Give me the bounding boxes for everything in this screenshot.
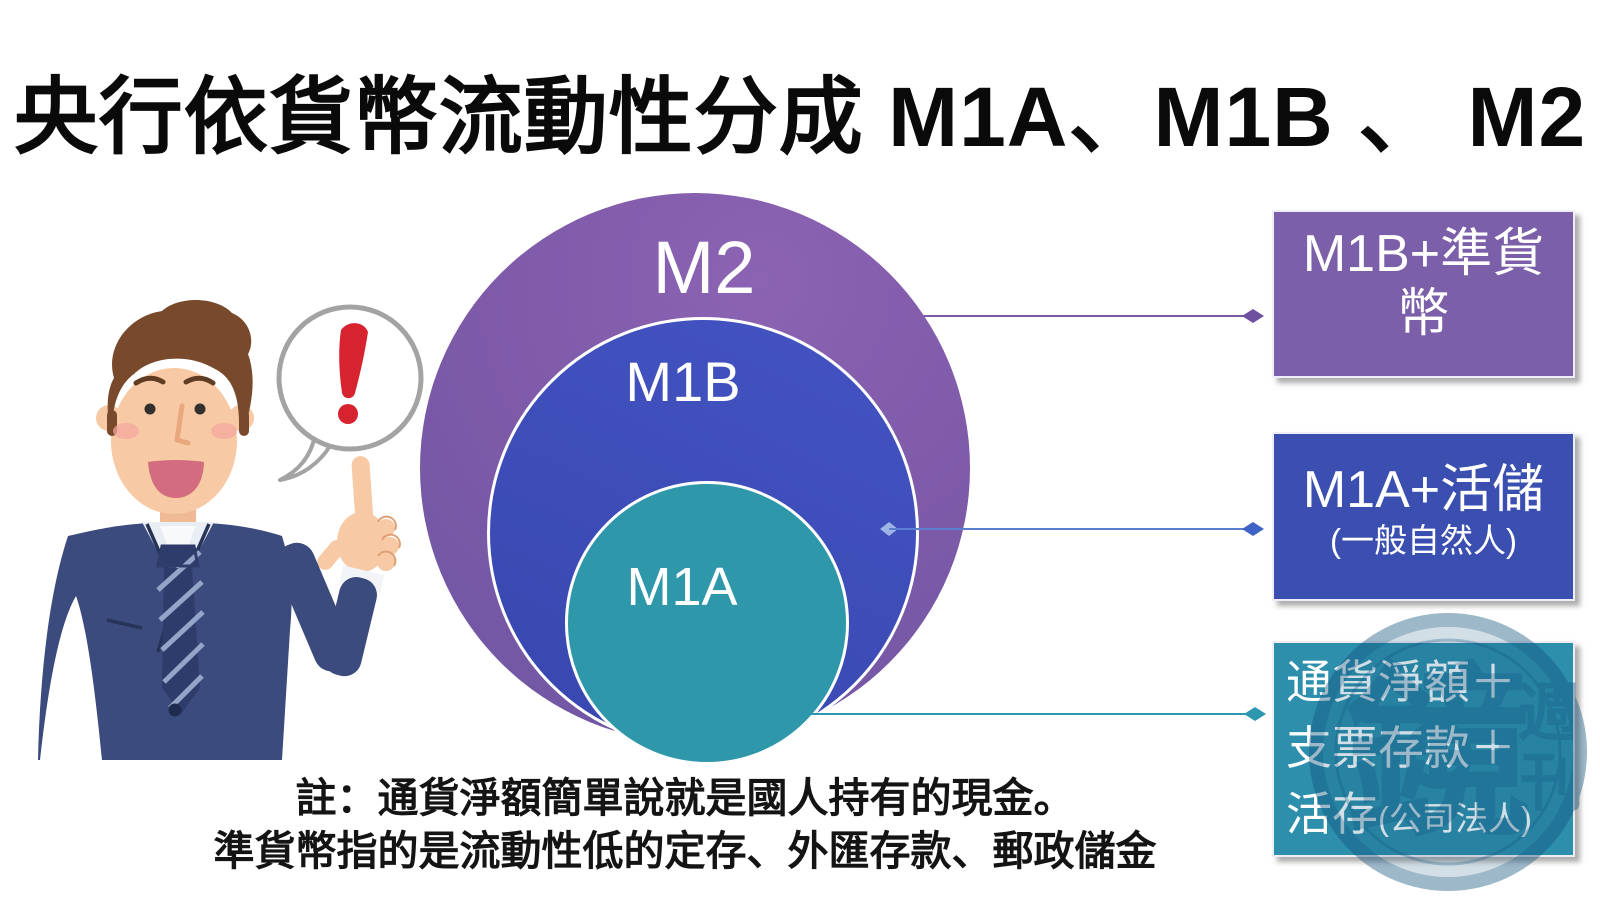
speech-bubble-tail [278,434,332,482]
businessman-illustration [38,299,424,760]
definition-text: 支票存款＋ [1286,722,1516,774]
m1a-label: M1A [626,557,738,617]
definition-text: M1A+活儲 [1302,461,1545,519]
tie [156,544,205,714]
definition-box-m1a: 通貨淨額＋ 支票存款＋ 活存(公司法人) [1272,641,1575,857]
definition-text: 通貨淨額＋ [1286,656,1516,708]
definition-box-m2: M1B+準貨 幣 [1272,210,1575,378]
connector-m1a [800,707,1266,721]
definition-subtext: (公司法人) [1378,800,1532,837]
note-line-1: 註：通貨淨額簡單說就是國人持有的現金。 [295,775,1075,821]
note-line-2: 準貨幣指的是流動性低的定存、外匯存款、郵政儲金 [213,828,1157,874]
connector-m2 [924,309,1264,323]
businessman [38,299,401,760]
m2-label: M2 [652,226,756,309]
arrow-diamond-icon [1242,522,1264,536]
hair [107,299,253,430]
definition-text: 幣 [1397,285,1450,343]
definition-box-m1b: M1A+活儲 (一般自然人) [1272,432,1575,601]
definition-subtext: (一般自然人) [1330,522,1517,559]
m1a-circle: M1A [565,481,849,765]
pointing-hand [317,456,401,572]
definition-text: 活存(公司法人) [1286,788,1532,840]
arrow-diamond-icon [1244,707,1266,721]
mouth [148,460,204,498]
m1b-label: M1B [625,350,741,413]
page-title: 央行依貨幣流動性分成 M1A、M1B 、 M2 [13,70,1587,164]
arrow-diamond-icon [1242,309,1264,323]
suit-button [168,703,182,717]
footnote: 註：通貨淨額簡單說就是國人持有的現金。 準貨幣指的是流動性低的定存、外匯存款、郵… [50,772,1320,878]
definition-text: M1B+準貨 [1302,225,1545,283]
exclamation-icon [338,323,368,424]
